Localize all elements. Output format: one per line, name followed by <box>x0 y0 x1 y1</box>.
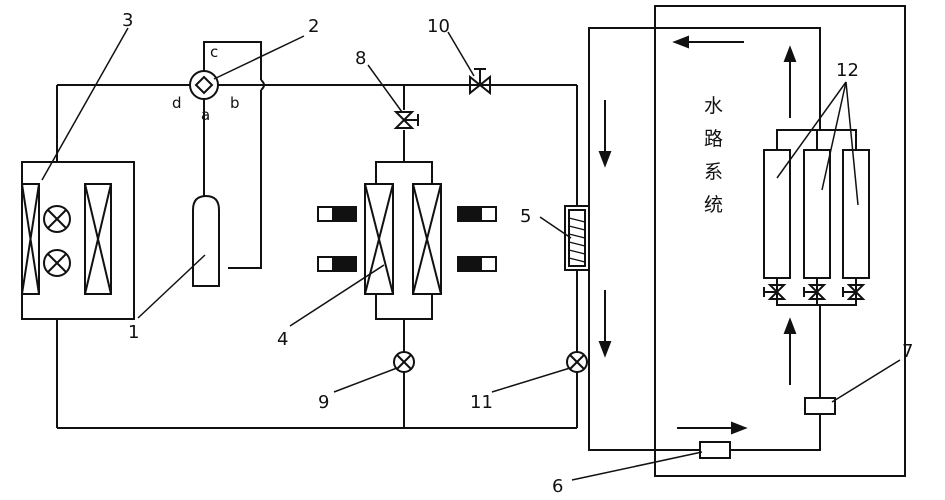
label-2: 2 <box>308 16 319 37</box>
number-labels: 1 2 3 4 5 6 7 8 9 10 11 12 <box>122 10 913 497</box>
arrow-up-icon <box>783 45 797 62</box>
valve-small <box>803 284 827 300</box>
pump-7 <box>804 397 836 415</box>
valve-small <box>842 284 866 300</box>
port-c-label: c <box>210 43 218 61</box>
label-12: 12 <box>836 60 859 81</box>
indoor-heat-exchanger <box>317 161 497 320</box>
fan-block-icon <box>317 206 357 222</box>
port-a-label: a <box>201 106 210 124</box>
label-7: 7 <box>902 341 913 362</box>
fan-icon <box>43 249 71 277</box>
label-10: 10 <box>427 16 450 37</box>
terminal-unit <box>842 149 870 279</box>
valve-small <box>763 284 787 300</box>
flow-arrows <box>598 35 797 435</box>
valve-10 <box>469 68 491 96</box>
fan-block-icon <box>457 256 497 272</box>
arrow-down-icon <box>598 341 612 358</box>
port-b-label: b <box>230 94 240 112</box>
caption-char: 统 <box>704 194 723 216</box>
label-1: 1 <box>128 322 139 343</box>
caption-char: 系 <box>704 161 723 183</box>
fan-icon <box>43 205 71 233</box>
label-6: 6 <box>552 476 563 497</box>
terminal-unit <box>763 149 791 279</box>
caption-char: 水 <box>704 95 723 117</box>
arrow-right-icon <box>731 421 748 435</box>
four-way-valve: c d b a <box>172 43 240 124</box>
label-8: 8 <box>355 48 366 69</box>
water-system <box>588 5 906 477</box>
expansion-valve-11 <box>566 351 588 373</box>
plate-heat-exchanger <box>564 205 590 271</box>
arrow-down-icon <box>598 151 612 168</box>
label-4: 4 <box>277 329 288 350</box>
expansion-valve-9 <box>393 351 415 373</box>
water-system-caption: 水 路 系 统 <box>704 95 723 216</box>
caption-char: 路 <box>704 128 723 150</box>
compressor <box>192 194 220 287</box>
arrow-left-icon <box>672 35 689 49</box>
label-11: 11 <box>470 392 493 413</box>
refrigerant-piping <box>56 41 578 429</box>
leader-lines <box>41 27 901 481</box>
fan-block-icon <box>317 256 357 272</box>
terminal-unit <box>803 149 831 279</box>
label-3: 3 <box>122 10 133 31</box>
fan-block-icon <box>457 206 497 222</box>
arrow-up-icon <box>783 317 797 334</box>
valve-8 <box>393 111 419 129</box>
label-5: 5 <box>520 206 531 227</box>
port-d-label: d <box>172 94 182 112</box>
label-9: 9 <box>318 392 329 413</box>
outdoor-heat-exchanger <box>21 161 135 320</box>
pump-6 <box>699 441 731 459</box>
